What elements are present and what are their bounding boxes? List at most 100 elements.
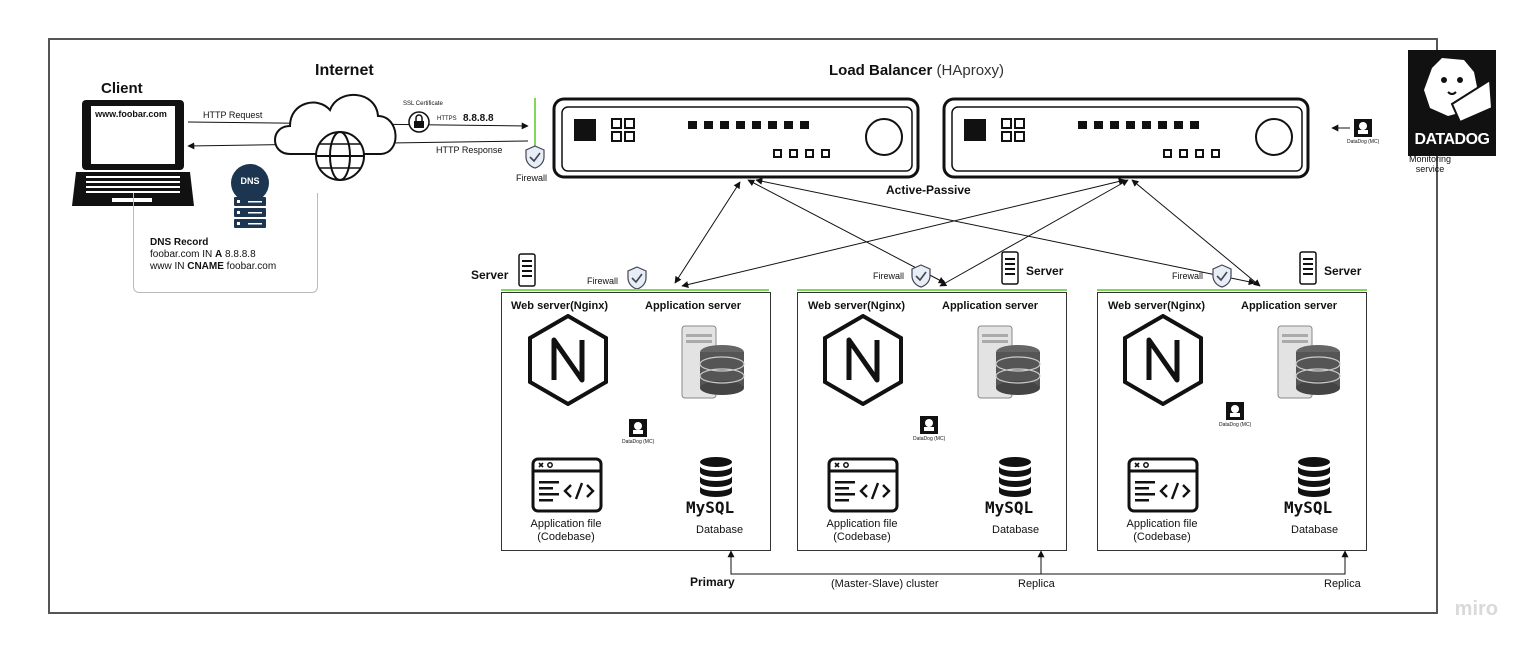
app-file-label: Application file(Codebase)	[802, 518, 922, 544]
dns-server-icon	[231, 164, 269, 228]
primary-label: Primary	[690, 575, 735, 589]
cloud-globe-icon	[274, 94, 397, 181]
database-label: Database	[1291, 524, 1339, 536]
mysql-label: MySQL	[985, 498, 1034, 517]
datadog-logo-text: DATADOG	[1414, 131, 1490, 148]
database-icon	[700, 457, 732, 497]
app-server-icon	[1277, 325, 1341, 399]
http-request-label: HTTP Request	[203, 110, 263, 120]
ssl-certificate-label: SSL Certificate	[403, 101, 443, 107]
client-title: Client	[101, 80, 143, 97]
client-url: www.foobar.com	[95, 109, 167, 119]
database-icon	[999, 457, 1031, 497]
nginx-icon	[528, 314, 608, 406]
replica-label-1: Replica	[1018, 578, 1055, 590]
app-file-title: Application file	[530, 518, 602, 530]
lb1-srv1-arrow	[674, 181, 741, 284]
lock-icon	[408, 111, 430, 133]
replica-label-2: Replica	[1324, 578, 1361, 590]
firewall-label-1: Firewall	[587, 276, 619, 286]
database-label: Database	[992, 524, 1040, 536]
active-passive-label: Active-Passive	[886, 183, 971, 197]
database-label: Database	[696, 524, 744, 536]
internet-title: Internet	[315, 62, 374, 79]
server-tower-icon	[1001, 251, 1019, 285]
app-server-icon	[681, 325, 745, 399]
laptop-icon	[72, 100, 194, 206]
dns-cname-prefix: www IN	[150, 261, 188, 272]
dns-record-text: DNS Record foobar.com IN A 8.8.8.8 www I…	[150, 237, 276, 273]
firewall-label-3: Firewall	[1172, 271, 1204, 281]
dns-record-cname: www IN CNAME foobar.com	[150, 261, 276, 273]
app-file-sub: (Codebase)	[833, 531, 891, 543]
dns-record-box	[133, 193, 318, 293]
datadog-small-label: DataDog (MC)	[622, 439, 655, 445]
cluster-label: (Master-Slave) cluster	[831, 578, 939, 590]
firewall-shield-icon	[525, 145, 545, 169]
mysql-label: MySQL	[686, 498, 735, 517]
app-file-label: Application file(Codebase)	[506, 518, 626, 544]
diagram-frame	[48, 38, 1438, 614]
app-server-label: Application server	[1241, 300, 1337, 312]
firewall-shield-icon	[1212, 264, 1232, 288]
server-label-2: Server	[1026, 264, 1064, 278]
firewall-line	[797, 289, 1067, 291]
dns-record-a: foobar.com IN A 8.8.8.8	[150, 249, 276, 261]
lb2-srv2-arrow	[939, 179, 1129, 287]
ip-address-label: 8.8.8.8	[463, 113, 494, 124]
firewall-shield-icon	[627, 266, 647, 290]
load-balancer-device-2	[942, 97, 1310, 179]
datadog-logo: DATADOG	[1408, 50, 1496, 156]
load-balancer-device-1	[552, 97, 920, 179]
firewall-line	[1097, 289, 1367, 291]
dns-record-title: DNS Record	[150, 237, 209, 248]
code-file-icon	[827, 457, 899, 513]
lb-title-sub: (HAproxy)	[932, 62, 1005, 79]
web-server-label: Web server(Nginx)	[511, 300, 608, 312]
app-server-label: Application server	[645, 300, 741, 312]
dns-cname-type: CNAME	[187, 261, 224, 272]
mysql-label: MySQL	[1284, 498, 1333, 517]
https-label: HTTPS	[437, 116, 457, 122]
lb2-srv3-arrow	[1131, 179, 1261, 287]
code-file-icon	[531, 457, 603, 513]
dns-a-prefix: foobar.com IN	[150, 249, 216, 260]
server-tower-icon	[1299, 251, 1317, 285]
firewall-label-2: Firewall	[873, 271, 905, 281]
datadog-small-icon	[1354, 119, 1372, 137]
firewall-shield-icon	[911, 264, 931, 288]
datadog-caption: Monitoring service	[1408, 154, 1452, 174]
dns-badge: DNS	[240, 176, 260, 186]
nginx-icon	[823, 314, 903, 406]
app-file-title: Application file	[1126, 518, 1198, 530]
cluster-bracket	[727, 550, 1349, 575]
server-tower-icon	[518, 253, 536, 287]
datadog-small-label: DataDog (MC)	[913, 436, 946, 442]
app-server-icon	[977, 325, 1041, 399]
code-file-icon	[1127, 457, 1199, 513]
datadog-small-label: DataDog (MC)	[1219, 422, 1252, 428]
datadog-dog-icon	[1424, 58, 1494, 124]
server-label-3: Server	[1324, 264, 1362, 278]
app-file-label: Application file(Codebase)	[1102, 518, 1222, 544]
firewall-line	[501, 289, 769, 291]
http-response-label: HTTP Response	[436, 145, 503, 155]
dns-a-type: A	[215, 249, 223, 260]
app-file-sub: (Codebase)	[1133, 531, 1191, 543]
app-file-sub: (Codebase)	[537, 531, 595, 543]
datadog-small-icon	[629, 419, 647, 437]
datadog-small-icon	[1226, 402, 1244, 420]
firewall-label: Firewall	[516, 173, 548, 183]
web-server-label: Web server(Nginx)	[808, 300, 905, 312]
nginx-icon	[1123, 314, 1203, 406]
web-server-label: Web server(Nginx)	[1108, 300, 1205, 312]
database-icon	[1298, 457, 1330, 497]
datadog-small-label: DataDog (MC)	[1347, 139, 1380, 145]
app-file-title: Application file	[826, 518, 898, 530]
load-balancer-title: Load Balancer (HAproxy)	[829, 62, 1004, 79]
server-label-1: Server	[471, 268, 509, 282]
miro-watermark: miro	[1454, 598, 1498, 620]
dns-cname-suffix: foobar.com	[223, 261, 277, 272]
dns-a-suffix: 8.8.8.8	[222, 249, 256, 260]
app-server-label: Application server	[942, 300, 1038, 312]
